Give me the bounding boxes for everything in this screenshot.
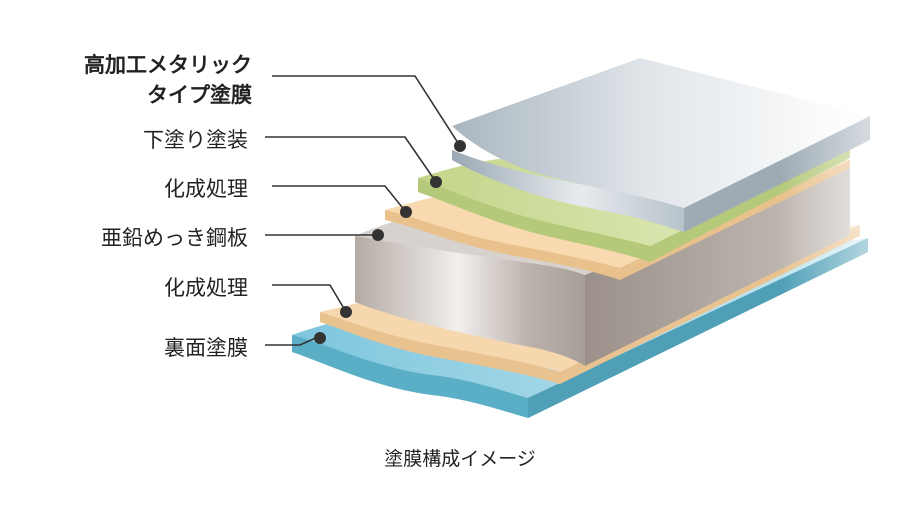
leader-conversion-lower <box>272 284 347 313</box>
leader-dots <box>314 140 466 344</box>
label-conversion-lower: 化成処理 <box>164 276 248 300</box>
leader-back-coat <box>265 335 321 346</box>
dot-undercoat <box>430 176 442 188</box>
label-conversion-upper: 化成処理 <box>164 177 248 201</box>
diagram-caption: 塗膜構成イメージ <box>384 448 536 470</box>
label-undercoat: 下塗り塗装 <box>143 128 248 152</box>
label-galvanized-steel: 亜鉛めっき鋼板 <box>101 226 248 250</box>
label-top-coat: 高加工メタリック タイプ塗膜 <box>84 50 252 110</box>
dot-back-coat <box>314 332 326 344</box>
leader-top-coat <box>272 75 461 147</box>
dot-galvanized-steel <box>372 229 384 241</box>
leader-undercoat <box>265 136 437 183</box>
dot-conversion-lower <box>340 306 352 318</box>
leader-lines <box>265 75 461 346</box>
right-fade <box>780 40 920 340</box>
label-back-coat: 裏面塗膜 <box>164 336 248 360</box>
leader-conversion-upper <box>272 185 407 213</box>
label-top-coat-line2: タイプ塗膜 <box>147 83 252 107</box>
dot-conversion-upper <box>400 206 412 218</box>
label-top-coat-line1: 高加工メタリック <box>84 53 252 77</box>
dot-top-coat <box>454 140 466 152</box>
